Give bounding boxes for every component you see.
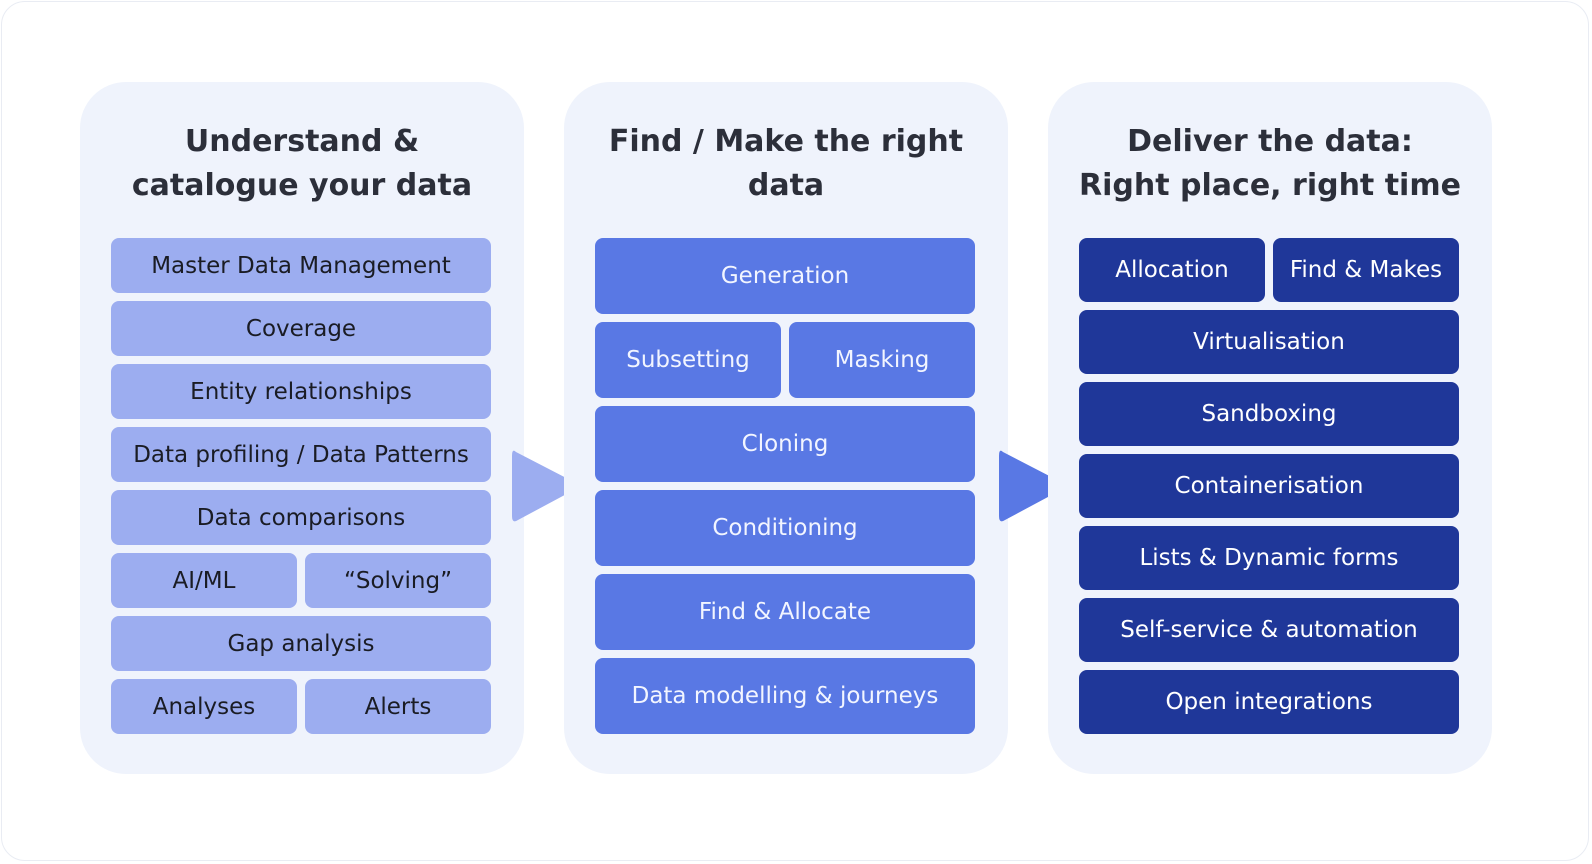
tile-gap-analysis: Gap analysis (111, 616, 491, 671)
tile-data-comparisons: Data comparisons (111, 490, 491, 545)
tile-alerts: Alerts (305, 679, 491, 734)
tile-analyses: Analyses (111, 679, 297, 734)
tile-cloning: Cloning (595, 406, 975, 482)
tile-data-modelling-journeys: Data modelling & journeys (595, 658, 975, 734)
tile-conditioning: Conditioning (595, 490, 975, 566)
tile-containerisation: Containerisation (1079, 454, 1459, 518)
tile-entity-relationships: Entity relationships (111, 364, 491, 419)
tile-coverage: Coverage (111, 301, 491, 356)
tile-data-profiling: Data profiling / Data Patterns (111, 427, 491, 482)
tile-ai-ml: AI/ML (111, 553, 297, 608)
tile-sandboxing: Sandboxing (1079, 382, 1459, 446)
tile-allocation: Allocation (1079, 238, 1265, 302)
panel-find-make: Find / Make the right data Generation Su… (564, 82, 1008, 774)
panel-understand-catalogue: Understand & catalogue your data Master … (80, 82, 524, 774)
tile-self-service-automation: Self-service & automation (1079, 598, 1459, 662)
arrow-right-icon (999, 450, 1064, 522)
tile-find-allocate: Find & Allocate (595, 574, 975, 650)
tile-masking: Masking (789, 322, 975, 398)
panel-deliver: Deliver the data: Right place, right tim… (1048, 82, 1492, 774)
tile-subsetting: Subsetting (595, 322, 781, 398)
arrow-right-icon (512, 450, 577, 522)
panel-title: Understand & catalogue your data (131, 124, 473, 203)
tile-lists-dynamic-forms: Lists & Dynamic forms (1079, 526, 1459, 590)
tile-master-data-management: Master Data Management (111, 238, 491, 293)
tile-solving: “Solving” (305, 553, 491, 608)
tile-open-integrations: Open integrations (1079, 670, 1459, 734)
panel-title: Find / Make the right data (608, 124, 964, 203)
tile-find-makes: Find & Makes (1273, 238, 1459, 302)
panel-title: Deliver the data: Right place, right tim… (1079, 124, 1461, 203)
tile-virtualisation: Virtualisation (1079, 310, 1459, 374)
tile-generation: Generation (595, 238, 975, 314)
